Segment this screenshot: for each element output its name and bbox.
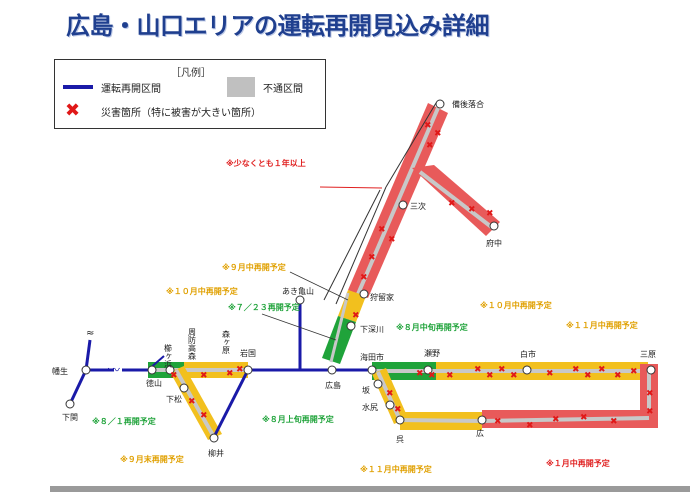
- station-hiroshima: 広島: [325, 380, 341, 390]
- svg-text:✖: ✖: [546, 369, 554, 379]
- station-shiraichi: 白市: [520, 349, 536, 359]
- note-over-one-year: ※少なくとも１年以上: [226, 158, 306, 168]
- svg-text:✖: ✖: [448, 199, 456, 209]
- svg-text:✖: ✖: [386, 389, 394, 399]
- svg-text:✖: ✖: [424, 121, 432, 131]
- svg-text:✖: ✖: [200, 411, 208, 421]
- svg-text:✖: ✖: [200, 371, 208, 381]
- svg-text:✖: ✖: [416, 369, 424, 379]
- station-miyoshi: 三次: [410, 201, 426, 211]
- svg-text:✖: ✖: [170, 371, 178, 381]
- legend-damage-label: 災害箇所（特に被害が大きい箇所）: [101, 108, 261, 119]
- note-aug-early: ※８月上旬再開予定: [262, 414, 334, 424]
- station-fuchu: 府中: [486, 238, 502, 248]
- note-aug1: ※８／１再開予定: [92, 416, 156, 426]
- svg-text:✖: ✖: [486, 371, 494, 381]
- svg-text:✖: ✖: [552, 415, 560, 425]
- svg-text:✖: ✖: [236, 365, 244, 375]
- station-kaitaichi: 海田市: [360, 352, 384, 362]
- svg-text:✖: ✖: [378, 225, 386, 235]
- svg-text:✖: ✖: [630, 367, 638, 377]
- legend-resumed-label: 運転再開区間: [101, 84, 161, 95]
- svg-text:✖: ✖: [498, 365, 506, 375]
- svg-text:✖: ✖: [486, 209, 494, 219]
- svg-text:✖: ✖: [572, 365, 580, 375]
- station-yanaizu: 櫛ヶ浜: [164, 343, 173, 369]
- station-yanai: 柳井: [208, 448, 224, 458]
- station-bingo-ochiai: 備後落合: [452, 99, 484, 109]
- legend-heading: ［凡例］: [171, 68, 211, 79]
- svg-text:✖: ✖: [598, 365, 606, 375]
- svg-text:✖: ✖: [584, 371, 592, 381]
- note-jul23: ※７／２３再開予定: [228, 302, 300, 312]
- svg-text:✖: ✖: [188, 397, 196, 407]
- svg-text:✖: ✖: [388, 235, 396, 245]
- station-mizushiri: 水尻: [362, 402, 378, 412]
- svg-text:✖: ✖: [494, 417, 502, 427]
- svg-text:✖: ✖: [646, 389, 654, 399]
- svg-text:✖: ✖: [446, 371, 454, 381]
- page-title: 広島・山口エリアの運転再開見込み詳細: [66, 12, 490, 40]
- svg-text:✖: ✖: [526, 421, 534, 431]
- svg-text:✖: ✖: [468, 205, 476, 215]
- note-aug-mid-kabe: ※８月中旬再開予定: [396, 322, 468, 332]
- station-hiro: 広: [476, 428, 484, 438]
- svg-text:✖: ✖: [580, 413, 588, 423]
- svg-text:✖: ✖: [614, 371, 622, 381]
- station-shimonoseki: 下関: [62, 413, 78, 422]
- note-oct-mid-west: ※１０月中再開予定: [166, 286, 238, 296]
- legend-resumed-swatch: [63, 85, 93, 89]
- svg-text:✖: ✖: [510, 371, 518, 381]
- svg-text:✖: ✖: [434, 129, 442, 139]
- svg-text:✖: ✖: [426, 141, 434, 151]
- station-iwakuni: 岩国: [240, 348, 256, 358]
- legend-closed-swatch: [227, 77, 255, 97]
- station-saka: 坂: [362, 385, 370, 395]
- svg-text:〰: 〰: [108, 363, 120, 377]
- station-shimomatsu: 下松: [166, 394, 182, 404]
- station-kabe: あき亀山: [282, 286, 314, 296]
- note-sep-mid-geibi: ※９月中再開予定: [222, 262, 286, 272]
- legend-damage-icon: ✖: [65, 100, 81, 121]
- legend: ［凡例］ 運転再開区間 不通区間 ✖ 災害箇所（特に被害が大きい箇所）: [54, 59, 326, 129]
- geibi-line-closed: [319, 102, 500, 305]
- svg-text:✖: ✖: [474, 365, 482, 375]
- note-nov-mid-kure: ※１１月中再開予定: [360, 464, 432, 474]
- station-seno: 瀬野: [424, 348, 440, 358]
- svg-text:✖: ✖: [394, 405, 402, 415]
- footer-bar: [50, 486, 690, 492]
- geibi-yellow-segment: [338, 290, 366, 322]
- legend-closed-label: 不通区間: [263, 84, 303, 95]
- svg-text:≈: ≈: [86, 328, 94, 339]
- station-morigahara: 森ヶ原: [222, 329, 231, 354]
- svg-text:✖: ✖: [646, 407, 654, 417]
- svg-text:✖: ✖: [610, 417, 618, 427]
- station-mihara: 三原: [640, 350, 656, 359]
- station-hataju: 幡生: [52, 366, 68, 376]
- damage-markers: ✖✖✖ ✖✖✖ ✖✖✖ ✖✖ ✖✖✖ ✖✖✖✖ ✖✖✖ ✖✖✖ ✖✖ ✖✖ ✖✖…: [170, 121, 654, 431]
- svg-text:✖: ✖: [352, 311, 360, 321]
- station-tokuyama: 徳山: [146, 378, 162, 388]
- station-suonada: 周防高森: [188, 328, 197, 361]
- svg-text:✖: ✖: [368, 253, 376, 263]
- station-kake: 狩留家: [370, 292, 394, 302]
- note-sep-end: ※９月末再開予定: [120, 454, 184, 464]
- station-kamifukawa: 下深川: [360, 325, 384, 334]
- svg-text:✖: ✖: [360, 273, 368, 283]
- svg-text:✖: ✖: [428, 371, 436, 381]
- note-nov-mid-sanyo: ※１１月中再開予定: [566, 320, 638, 330]
- note-jan-mid: ※１月中再開予定: [546, 458, 610, 468]
- note-oct-mid-sanyo: ※１０月中再開予定: [480, 300, 552, 310]
- svg-text:✖: ✖: [226, 369, 234, 379]
- station-kure: 呉: [396, 435, 404, 444]
